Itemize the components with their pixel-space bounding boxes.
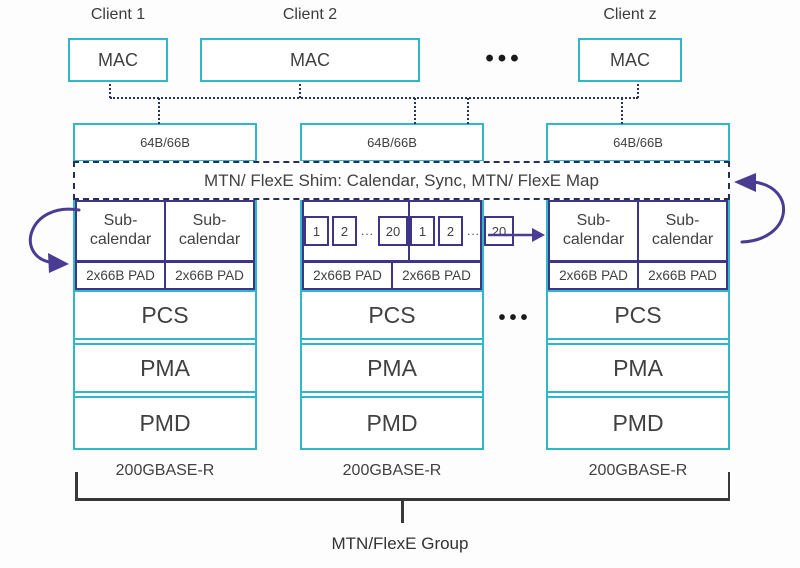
stack-1-subcalendar-2: Sub-calendar	[164, 202, 253, 260]
stack-1-subcalendar-1: Sub-calendar	[89, 212, 152, 248]
flexe-shim-box: MTN/ FlexE Shim: Calendar, Sync, MTN/ Fl…	[73, 161, 730, 200]
stack-1-pcs-box: PCS	[73, 290, 257, 340]
stack-1-phy-label: 200GBASE-R	[115, 462, 215, 479]
slot-box: 1	[410, 216, 436, 246]
slot-box: 2	[332, 216, 357, 246]
bracket-left-end	[75, 472, 78, 500]
stack-3-pcs-box: PCS	[546, 290, 730, 340]
slot-box: 2	[438, 216, 464, 246]
stack-3-pmd-box: PMD	[546, 396, 730, 450]
loop-arrow-left-icon	[29, 207, 81, 273]
stack-2-phy-label: 200GBASE-R	[342, 462, 442, 479]
bracket-right-end	[727, 472, 730, 500]
connector-stack2-drop-b	[467, 98, 469, 124]
stack-3-phy-label: 200GBASE-R	[588, 462, 688, 479]
stack-1-subcalendar-row: Sub-calendar Sub-calendar	[75, 200, 255, 262]
stack-1-pma-box: PMA	[73, 343, 257, 393]
stack-2-slots-row: 1 2 ... 20 1 2 ... 20	[302, 200, 515, 262]
stacks-ellipsis: •••	[498, 306, 532, 329]
bracket-center-tick	[401, 498, 404, 523]
client-z-label: Client z	[603, 6, 657, 23]
slot-ellipsis: ...	[361, 224, 375, 238]
stack-2-64b66b-box: 64B/66B	[300, 123, 484, 162]
mac-box-client-2: MAC	[200, 38, 420, 82]
stack-1-pmd-box: PMD	[73, 396, 257, 450]
connector-macz-drop	[637, 84, 639, 98]
slot-box: 20	[378, 216, 409, 246]
stack-3-pma-box: PMA	[546, 343, 730, 393]
slots-right-arrow-icon	[488, 228, 545, 242]
connector-mac1-drop	[109, 84, 111, 98]
loop-arrow-right-icon	[734, 173, 786, 244]
stack-3-pad-row: 2x66B PAD 2x66B PAD	[548, 261, 728, 290]
stack-2-pma-box: PMA	[300, 343, 484, 393]
stack-2-slot-group-2: 1 2 ... 20	[408, 202, 515, 260]
client-1-label: Client 1	[90, 6, 146, 23]
stack-3-pad-1: 2x66B PAD	[559, 268, 628, 283]
stack-2-slot-group-1: 1 2 ... 20	[304, 202, 409, 260]
stack-3-subcalendar-row: Sub-calendar Sub-calendar	[548, 200, 728, 262]
stack-2-pad-1: 2x66B PAD	[313, 268, 382, 283]
stack-3-subcalendar-1: Sub-calendar	[562, 212, 625, 248]
clients-ellipsis: •••	[485, 45, 523, 72]
stack-3-64b66b-box: 64B/66B	[546, 123, 730, 162]
connector-stack1-drop	[158, 98, 160, 124]
connector-mac2-drop	[299, 84, 301, 98]
stack-3-pad-2: 2x66B PAD	[637, 263, 726, 288]
stack-2-pad-row: 2x66B PAD 2x66B PAD	[302, 261, 482, 290]
connector-stack2-drop-a	[414, 98, 416, 124]
stack-1-pad-2: 2x66B PAD	[164, 263, 253, 288]
client-2-label: Client 2	[282, 6, 338, 23]
stack-2-pmd-box: PMD	[300, 396, 484, 450]
slot-box: 1	[304, 216, 329, 246]
stack-2-pad-2: 2x66B PAD	[391, 263, 480, 288]
stack-3-subcalendar-2: Sub-calendar	[637, 202, 726, 260]
stack-1-pad-row: 2x66B PAD 2x66B PAD	[75, 261, 255, 290]
connector-stack3-drop	[621, 98, 623, 124]
connector-bus-line	[110, 97, 638, 99]
stack-1-pad-1: 2x66B PAD	[86, 268, 155, 283]
slot-ellipsis: ...	[467, 224, 481, 238]
group-label: MTN/FlexE Group	[331, 534, 469, 553]
mac-box-client-z: MAC	[578, 38, 682, 82]
stack-1-64b66b-box: 64B/66B	[73, 123, 257, 162]
stack-2-pcs-box: PCS	[300, 290, 484, 340]
mac-box-client-1: MAC	[68, 38, 168, 82]
